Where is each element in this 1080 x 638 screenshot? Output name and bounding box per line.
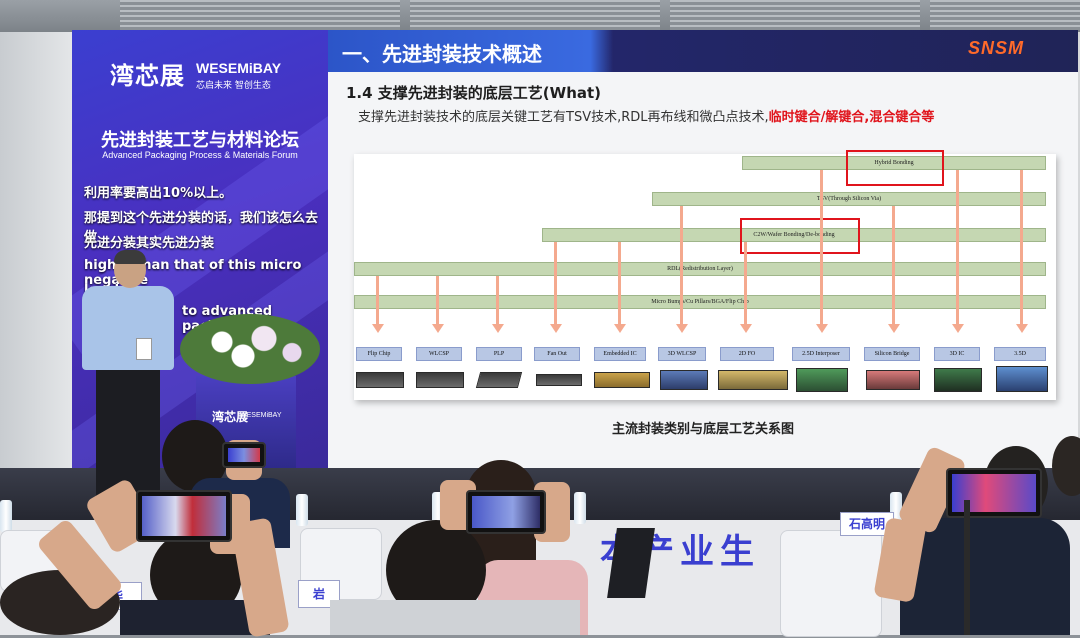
speaker-shirt: [82, 286, 174, 370]
chip-illustration: [934, 368, 982, 392]
highlight-box: [846, 150, 944, 186]
package-label: Fan Out: [534, 347, 580, 361]
caption-line: 那提到这个先进分装的话，我们该怎么去做: [84, 211, 319, 245]
chip-illustration: [718, 370, 788, 390]
chip-illustration: [416, 372, 464, 388]
podium-brand: WESEMiBAY: [240, 412, 282, 419]
hall-wall: [0, 32, 72, 472]
slide-header-title: 一、先进封装技术概述: [342, 42, 542, 66]
process-bar: TSV(Through Silicon Via): [652, 192, 1046, 206]
name-plate: 岩: [298, 580, 340, 608]
smartphone: [946, 468, 1042, 518]
chip-illustration: [475, 372, 523, 388]
caption-line: 利用率要高出10%以上。: [84, 186, 233, 201]
process-bar: C2W/Wafer Bonding/De-bonding: [542, 228, 1046, 242]
banner-logo: 湾芯展: [110, 62, 185, 90]
ceiling-vent: [410, 0, 660, 30]
ceiling-vent: [120, 0, 400, 30]
speaker-badge: [136, 338, 152, 360]
chip-illustration: [356, 372, 404, 388]
process-bar: RDL(Redistribution Layer): [354, 262, 1046, 276]
speaker-legs: [96, 368, 160, 496]
chip-illustration: [796, 368, 848, 392]
package-label: WLCSP: [416, 347, 462, 361]
package-label: 2.5D Interposer: [792, 347, 850, 361]
ceiling-vent: [930, 0, 1080, 30]
audience-body: [330, 600, 580, 635]
diagram-caption: 主流封装类别与底层工艺关系图: [611, 422, 794, 437]
banner-title: 先进封装工艺与材料论坛: [101, 130, 299, 151]
chip-illustration: [660, 370, 708, 390]
slide-body-highlight: 临时键合/解键合,混合键合等: [768, 110, 935, 125]
water-bottle: [0, 500, 12, 532]
process-bar: Hybrid Bonding: [742, 156, 1046, 170]
highlight-box: [740, 218, 860, 254]
chip-illustration: [996, 366, 1048, 392]
water-bottle: [574, 492, 586, 524]
banner-slogan: 芯启未来 智创生态: [196, 81, 271, 91]
package-label: Flip Chip: [356, 347, 402, 361]
package-label: 3.5D: [994, 347, 1046, 361]
speaker-hair: [114, 250, 146, 264]
process-bar: Micro Bumps/Cu Pillars/BGA/Flip Chip: [354, 295, 1046, 309]
smartphone: [136, 490, 232, 542]
slide-header: 一、先进封装技术概述 SNSM: [328, 30, 1078, 72]
chip-illustration: [866, 370, 920, 390]
package-label: Embedded IC: [594, 347, 646, 361]
podium-logo: 湾芯展: [212, 410, 249, 424]
package-label: 3D IC: [934, 347, 980, 361]
package-label: Silicon Bridge: [864, 347, 920, 361]
water-bottle: [296, 494, 308, 526]
smartphone: [222, 442, 266, 468]
slide-body-plain: 支撑先进封装技术的底层关键工艺有TSV技术,RDL再布线和微凸点技术,: [358, 110, 769, 125]
chair: [780, 530, 882, 637]
flower-arrangement: [180, 314, 320, 384]
audience-head: [1052, 436, 1080, 496]
slide-logo: SNSM: [968, 38, 1025, 58]
ceiling-vent: [670, 0, 920, 30]
package-label: PLP: [476, 347, 522, 361]
banner-brand: WESEMiBAY: [196, 60, 282, 76]
package-label: 3D WLCSP: [658, 347, 706, 361]
selfie-stick: [964, 500, 970, 635]
projection-screen: 一、先进封装技术概述 SNSM 1.4 支撑先进封装的底层工艺(What) 支撑…: [328, 30, 1078, 468]
chip-illustration: [594, 372, 650, 388]
slide-body-text: 支撑先进封装技术的底层关键工艺有TSV技术,RDL再布线和微凸点技术,临时键合/…: [358, 106, 934, 125]
audience-body: [900, 518, 1070, 635]
chip-illustration: [536, 374, 582, 386]
caption-line: 先进分装其实先进分装: [84, 236, 215, 251]
package-label: 2D FO: [720, 347, 774, 361]
banner-subtitle: Advanced Packaging Process & Materials F…: [102, 150, 298, 160]
smartphone: [466, 490, 546, 534]
process-relation-diagram: Hybrid Bonding TSV(Through Silicon Via) …: [354, 150, 1056, 400]
slide-section-title: 1.4 支撑先进封装的底层工艺(What): [346, 84, 602, 102]
